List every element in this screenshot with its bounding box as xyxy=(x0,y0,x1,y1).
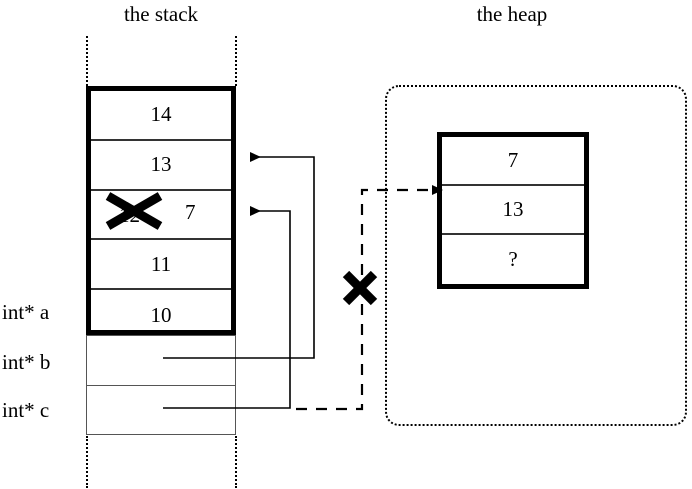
stack-extent-guide-left-bottom xyxy=(86,436,88,488)
stack-cell-value: 14 xyxy=(150,102,172,127)
heap-cell-value: 7 xyxy=(507,148,519,172)
stack-cell-old-value: 12 xyxy=(119,202,140,227)
stack-cell: 10 xyxy=(91,290,231,340)
stack-frame: 14 13 12 11 10 xyxy=(86,86,236,335)
stack-extent-guide-left-top xyxy=(86,36,88,86)
variable-label-a: int* a xyxy=(2,300,50,324)
stack-cell-value: 11 xyxy=(150,251,172,276)
stack-cell-value: 10 xyxy=(150,302,172,327)
heap-cell-value: ? xyxy=(508,247,518,271)
stack-cell-value: 13 xyxy=(150,152,172,177)
stack-variable-cells xyxy=(86,335,236,435)
strike-x-heap-link xyxy=(342,270,378,306)
stack-cell-overwritten: 12 xyxy=(91,191,231,241)
stack-title: the stack xyxy=(123,2,199,26)
heap-cell-value: 13 xyxy=(502,197,524,221)
heap-block: 7 13 ? xyxy=(437,132,589,289)
heap-cell: ? xyxy=(442,235,584,284)
stack-extent-guide-right-top xyxy=(235,36,237,86)
stack-extent-guide-right-bottom xyxy=(235,436,237,488)
heap-cell: 7 xyxy=(442,137,584,186)
stack-cell: 13 xyxy=(91,141,231,191)
stack-cell-new-value: 7 xyxy=(185,200,196,224)
stack-variable-cell-b xyxy=(87,386,235,436)
stack-variable-cell-a xyxy=(87,336,235,386)
stack-cell: 14 xyxy=(91,91,231,141)
variable-label-b: int* b xyxy=(2,350,51,374)
variable-label-c: int* c xyxy=(2,398,50,422)
heap-title: the heap xyxy=(476,2,548,26)
heap-cell: 13 xyxy=(442,186,584,235)
stack-cell: 11 xyxy=(91,240,231,291)
